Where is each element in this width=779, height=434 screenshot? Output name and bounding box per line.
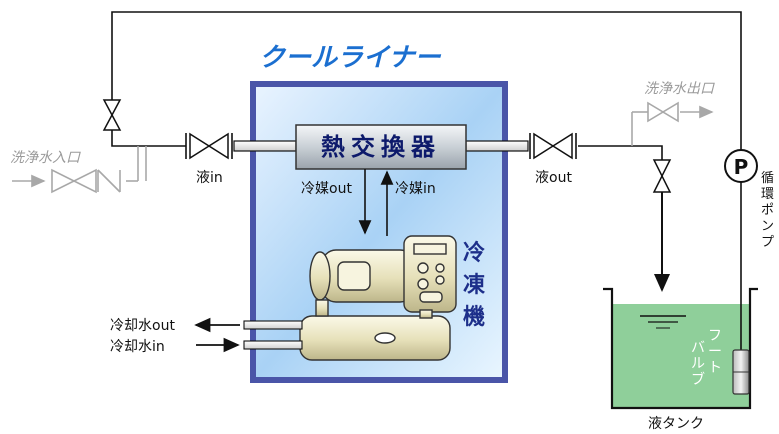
pump-label-5: プ	[761, 235, 774, 250]
recirc-valve-icon	[102, 99, 122, 131]
coolant-out-label: 冷却水out	[110, 318, 175, 334]
coolant-in-label: 冷却水in	[110, 339, 165, 355]
tank-liquid	[612, 304, 750, 408]
foot-valve-label-2a: バ	[691, 340, 705, 356]
foot-valve-label-1b: ー	[708, 344, 722, 360]
pump-label-4: ン	[761, 219, 774, 234]
liquid-out-valve-icon	[529, 132, 577, 160]
wash-outlet-label: 洗浄水出口	[644, 81, 715, 97]
refrigerator-machine	[299, 235, 457, 361]
foot-valve-label-1a: フ	[708, 328, 722, 344]
refrigerant-out-label: 冷媒out	[301, 181, 352, 197]
outlet-valve-icon	[652, 159, 672, 193]
pump-label-3: ポ	[761, 203, 774, 218]
foot-valve-label-2b: ル	[691, 356, 705, 372]
wash-inlet-line	[12, 146, 147, 194]
tank-body	[603, 287, 758, 410]
pump-symbol: P	[734, 155, 749, 179]
liquid-out-label: 液out	[535, 170, 572, 186]
liquid-in-label: 液in	[196, 170, 223, 186]
heat-exchanger	[295, 124, 467, 170]
heat-exchanger-label: 熱交換器	[321, 133, 441, 161]
pump-label-1: 循	[761, 171, 774, 186]
wash-inlet-label: 洗浄水入口	[10, 150, 81, 166]
pump-label-2: 環	[761, 187, 774, 202]
refrigerator-label-3: 機	[463, 305, 485, 330]
foot-valve-label-1c: ト	[708, 360, 722, 376]
foot-valve-label-2c: ブ	[691, 371, 705, 388]
refrigerator-label-1: 冷	[463, 240, 485, 266]
refrigerator-label-2: 凍	[463, 272, 486, 298]
recirculation-pipe	[111, 11, 742, 163]
title-text: クールライナー	[259, 43, 441, 73]
wash-outlet-line	[631, 101, 714, 146]
refrigerant-in-label: 冷媒in	[395, 181, 436, 197]
tank-label: 液タンク	[648, 416, 704, 432]
liquid-in-valve-icon	[185, 132, 233, 160]
pump-icon	[724, 149, 758, 183]
